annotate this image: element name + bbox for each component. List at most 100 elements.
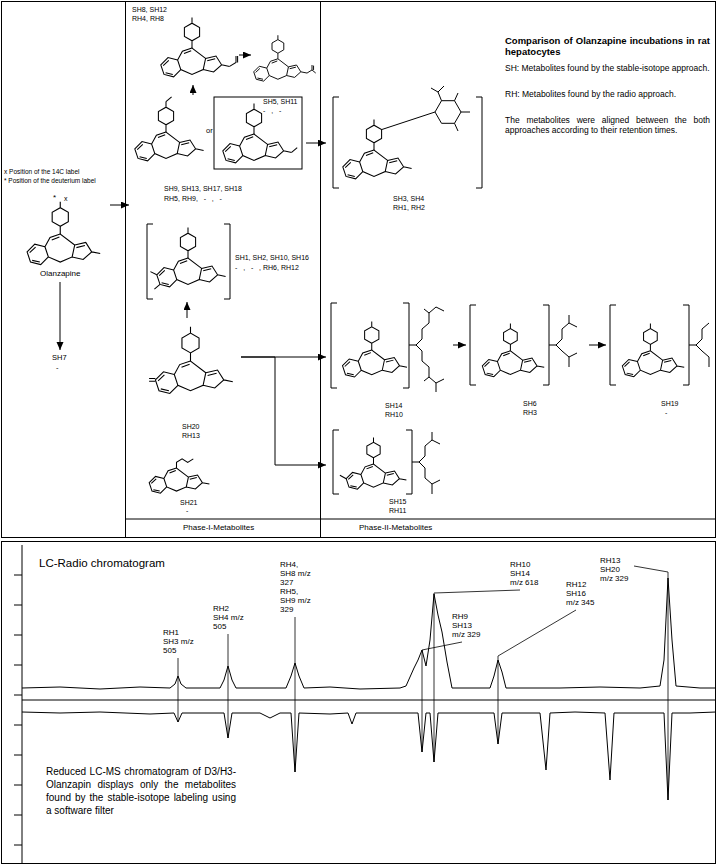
structure-line	[182, 327, 199, 361]
bracket	[331, 303, 409, 388]
reaction-arrow	[306, 143, 326, 144]
peak-label: RH13 SH20 m/z 329	[600, 556, 631, 583]
legend-note: RH: Metabolites found by the radio appro…	[505, 90, 710, 100]
metabolite-label: RH5, RH9, - , -	[164, 195, 222, 203]
panel-frame	[2, 2, 716, 538]
chromatogram-panel: LC-Radio chromatogramReduced LC-MS chrom…	[1, 541, 716, 864]
legend-note: The metabolites were aligned between the…	[505, 116, 710, 136]
note-label: * Position of the deuterium label	[4, 177, 96, 184]
metabolite-label: SH15	[389, 498, 407, 506]
hydroxy-structure	[149, 327, 233, 394]
structure-line	[365, 322, 379, 351]
conjugate-structure	[482, 323, 544, 376]
structure-line	[180, 228, 195, 258]
structure-line	[177, 459, 194, 468]
hydroxymethyl-structure	[223, 104, 297, 163]
panel-label: LC-Radio chromatogram	[39, 557, 165, 570]
glutathione-chain	[412, 432, 440, 494]
metabolite-label: SH6	[523, 400, 537, 408]
structure-line	[307, 65, 316, 73]
structure-line	[149, 379, 155, 382]
structure-line	[272, 35, 284, 59]
legend-note: SH: Metabolites found by the stable-isot…	[505, 64, 710, 74]
reaction-arrow	[60, 282, 61, 350]
metabolite-label: RH10	[385, 411, 403, 419]
metabolite-node: SH19-	[606, 300, 716, 420]
structure-line	[504, 323, 518, 350]
metabolite-label: RH3	[523, 409, 537, 417]
metabolite-label: SH21	[180, 499, 198, 507]
structure-line	[346, 464, 406, 489]
metabolite-node: SH20RH13	[146, 318, 241, 446]
structure-line	[367, 437, 380, 464]
structure-line	[184, 18, 199, 48]
metabolite-label: SH1, SH2, SH10, SH16	[235, 254, 309, 262]
structure-line	[343, 150, 412, 179]
metabolite-label: SH14	[385, 402, 403, 410]
structure-line	[343, 350, 408, 377]
structure-line	[157, 258, 226, 287]
metabolite-label: RH13	[182, 432, 200, 440]
axis	[14, 545, 22, 864]
structure-line	[622, 351, 684, 377]
panel-label: Reduced LC-MS chromatogram of D3/H3-Olan…	[46, 765, 236, 817]
metabolite-node: SH6RH3	[466, 300, 589, 420]
metabolite-label: SH19	[661, 400, 679, 408]
structure-line	[482, 351, 544, 377]
metabolite-label: RH4, RH8	[132, 15, 164, 23]
structure-line	[340, 475, 346, 479]
bracket	[147, 224, 230, 299]
glutathione-chain	[409, 307, 444, 392]
peak-label: RH9 SH13 m/z 329	[452, 612, 483, 639]
desmethyl-structure	[149, 459, 209, 493]
metabolite-node: SH15RH11	[326, 427, 456, 517]
metabolite-label: SH3, SH4	[393, 195, 424, 203]
acetylcysteine-chain	[689, 323, 709, 367]
metabolite-label: SH7	[52, 354, 67, 363]
structure-line	[155, 361, 232, 393]
bracket	[470, 305, 549, 385]
metabolite-label: SH9, SH13, SH17, SH18	[164, 185, 242, 193]
peak-label: RH12 SH16 m/z 345	[566, 580, 597, 607]
separator	[22, 700, 716, 701]
metabolite-label: Olanzapine	[40, 269, 80, 278]
metabolite-label: - , -	[263, 107, 281, 115]
reaction-arrow	[453, 345, 466, 346]
metabolite-node: SH3, SH4RH1, RH2	[326, 92, 496, 214]
metabolite-label: -	[186, 507, 188, 515]
note-label: x Position of the 14C label	[4, 168, 80, 175]
peak-leader	[178, 566, 668, 800]
band-rule	[125, 519, 716, 520]
metabolite-node: SH1, SH2, SH10, SH16 - , - , RH6, RH12	[146, 222, 319, 302]
conjugate-structure	[343, 322, 408, 378]
metabolite-label: - , - , RH6, RH12	[235, 264, 299, 272]
reaction-arrow	[239, 55, 251, 56]
peak-label: RH2 SH4 m/z 505	[213, 604, 244, 631]
structure-line	[161, 48, 230, 77]
metabolite-label: SH8, SH12	[132, 6, 167, 14]
structure-line	[166, 97, 172, 102]
highlight-box	[214, 97, 302, 169]
metabolite-node: SH5, SH11- , -	[251, 24, 319, 117]
dihydroxy-structure	[150, 228, 225, 290]
metabolite-node: SH8, SH12RH4, RH8	[129, 3, 239, 85]
metabolite-node: SH14RH10	[326, 298, 453, 424]
metabolite-label: SH5, SH11	[263, 98, 298, 106]
reaction-arrow	[241, 357, 326, 465]
phase-band: Phase-II-Metabolites SH3, SH4RH1, RH2SH14…	[320, 2, 716, 537]
structure-line	[158, 102, 173, 132]
glucuronide-structure	[343, 120, 412, 179]
peak-label: RH4, SH8 m/z 327 RH5, SH9 m/z 329	[280, 560, 311, 614]
panel-label: Phase-I-Metabolites	[183, 523, 254, 532]
cysteine-chain	[549, 315, 577, 367]
panel-label: Phase-II-Metabolites	[359, 523, 432, 532]
radio-trace	[22, 578, 716, 689]
structure-line	[292, 148, 298, 153]
conjugate-structure	[340, 437, 407, 489]
structure-line	[246, 104, 261, 134]
peak-label: RH1 SH3 m/z 505	[163, 628, 194, 655]
structure-line	[149, 468, 209, 493]
bracket	[610, 305, 689, 385]
note-label: x	[64, 195, 68, 203]
